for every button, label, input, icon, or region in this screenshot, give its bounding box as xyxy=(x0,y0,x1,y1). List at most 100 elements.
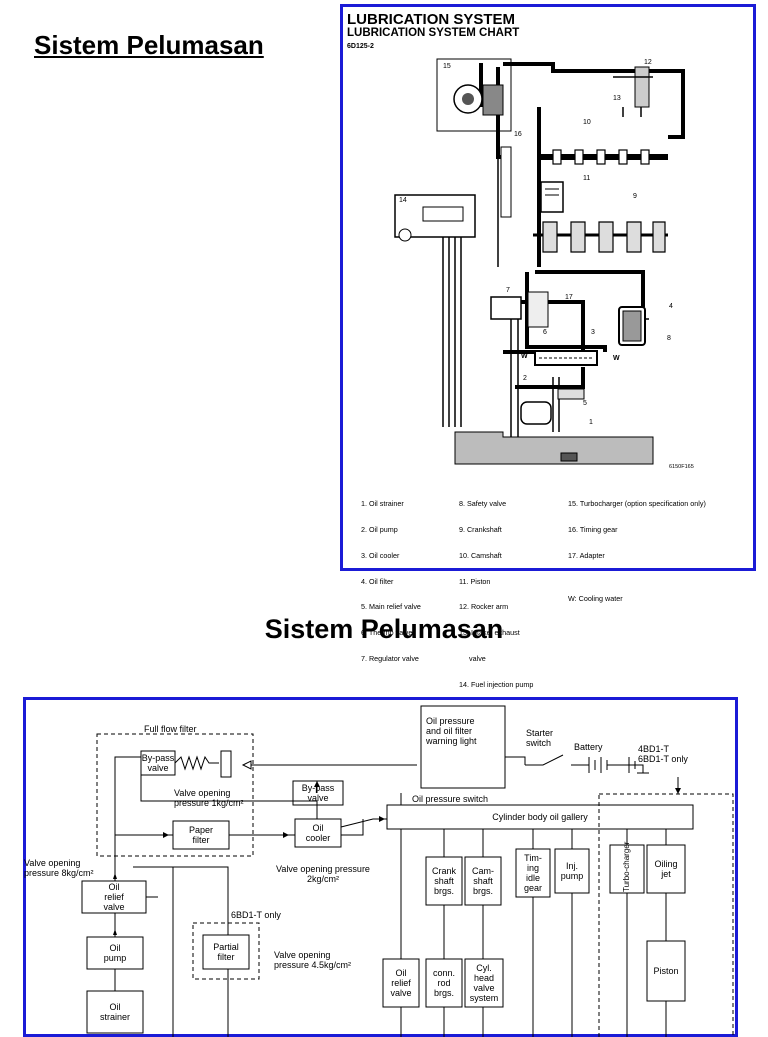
legend-item: 15. Turbocharger (option specification o… xyxy=(568,499,706,509)
callout-9: 9 xyxy=(633,193,637,200)
page-title-top: Sistem Pelumasan xyxy=(34,30,264,60)
oiling-jet-line-1: Oiling xyxy=(654,859,678,869)
chart1-subheading: LUBRICATION SYSTEM CHART xyxy=(347,27,520,39)
oil-relief-valve-2-line-2: relief xyxy=(391,978,411,988)
legend-item: 1. Oil strainer xyxy=(361,499,404,509)
bypass-valve-1-line-1: By-pass xyxy=(141,753,175,763)
timing-line-1: Tim- xyxy=(524,853,542,863)
warning-light-line-2: and oil filter xyxy=(426,726,473,736)
starter-switch-line-2: switch xyxy=(526,738,552,748)
timing-line-2: ing xyxy=(526,863,539,873)
legend-item: 13. Intake, exhaust xyxy=(459,628,520,638)
warning-light-line-3: warning light xyxy=(426,736,477,746)
piston: Piston xyxy=(653,966,679,976)
partial-filter-line-1: Partial xyxy=(213,942,239,952)
oil-relief-valve-line-3: valve xyxy=(103,902,125,912)
conn-rod-line-3: brgs. xyxy=(433,988,454,998)
legend-item: 6. Thermo valve xyxy=(361,628,413,638)
oil-relief-valve-2-line-3: valve xyxy=(390,988,412,998)
legend-item: valve xyxy=(469,653,486,663)
oiling-jet-line-2: jet xyxy=(661,869,671,879)
turbocharger: Turbo-charger xyxy=(610,841,644,893)
callout-10: 10 xyxy=(583,119,591,126)
valve-opening-1kg-line-2: pressure 1kg/cm² xyxy=(174,798,244,808)
engine-only-line-2: 6BD1-T only xyxy=(638,754,688,764)
callout-4: 4 xyxy=(669,303,673,310)
callout-14: 14 xyxy=(399,197,407,204)
valve-opening-4-5kg-line-2: pressure 4.5kg/cm² xyxy=(274,960,352,970)
paper-filter-line-2: filter xyxy=(192,835,210,845)
callout-w-left: W xyxy=(521,353,528,360)
legend-item: 3. Oil cooler xyxy=(361,550,400,560)
legend-item: 16. Timing gear xyxy=(568,524,618,534)
callout-7: 7 xyxy=(506,287,510,294)
cyl-head-line-1: Cyl. xyxy=(476,963,492,973)
legend-item: 9. Crankshaft xyxy=(459,524,502,534)
legend-item: 4. Oil filter xyxy=(361,576,394,586)
oil-relief-valve-line-2: relief xyxy=(104,892,124,902)
oil-cooler-line-2: cooler xyxy=(305,833,331,843)
oil-strainer-line-1: Oil xyxy=(109,1002,121,1012)
inj-line-1: Inj. xyxy=(565,861,578,871)
oil-relief-valve-line-1: Oil xyxy=(108,882,120,892)
partial-filter-line-2: filter xyxy=(217,952,235,962)
lubrication-system-chart-panel: LUBRICATION SYSTEM LUBRICATION SYSTEM CH… xyxy=(340,4,756,688)
turbocharger-text: Turbo-charger xyxy=(622,841,631,892)
callout-1: 1 xyxy=(589,419,593,426)
injection-pump: Inj.pump xyxy=(555,849,589,893)
oil-pressure-switch-label: Oil pressure switch xyxy=(412,794,489,804)
legend-item: 10. Camshaft xyxy=(459,550,502,560)
timing-line-4: gear xyxy=(523,883,542,893)
figure-code: 6150F165 xyxy=(669,464,694,470)
legend-column-2: 8. Safety valve 9. Crankshaft 10. Camsha… xyxy=(459,483,533,706)
valve-opening-4-5kg-line-1: Valve opening xyxy=(274,950,331,960)
valve-opening-1kg-line-1: Valve opening xyxy=(174,788,231,798)
legend-item: 11. Piston xyxy=(459,576,491,586)
legend-item: 17. Adapter xyxy=(568,550,605,560)
oil-pump-line-2: pump xyxy=(103,953,127,963)
callout-5: 5 xyxy=(583,400,587,407)
paper-filter-line-1: Paper xyxy=(188,825,214,835)
cyl-head-line-2: head xyxy=(473,973,494,983)
legend-item: 5. Main relief valve xyxy=(361,602,421,612)
page-title-middle: Sistem Pelumasan xyxy=(264,614,504,644)
oil-cooler-line-1: Oil xyxy=(312,823,324,833)
valve-opening-2kg-line-1: Valve opening pressure xyxy=(276,864,370,874)
chart1-heading: LUBRICATION SYSTEM xyxy=(347,11,516,28)
crank-line-3: brgs. xyxy=(433,886,454,896)
legend-item: 8. Safety valve xyxy=(459,499,507,509)
legend-item: 14. Fuel injection pump xyxy=(459,679,534,689)
flow-diagram-lines xyxy=(81,705,734,1037)
cyl-head-line-4: system xyxy=(469,993,499,1003)
oil-strainer-line-2: strainer xyxy=(99,1012,130,1022)
valve-opening-8kg-line-1: Valve opening xyxy=(24,858,81,868)
cam-line-1: Cam- xyxy=(472,866,494,876)
chart1-code: 6D125-2 xyxy=(347,43,374,50)
cyl-head-line-3: valve xyxy=(473,983,495,993)
legend-item: 7. Regulator valve xyxy=(361,653,419,663)
legend-column-1: 1. Oil strainer 2. Oil pump 3. Oil coole… xyxy=(361,483,421,681)
callout-8: 8 xyxy=(667,335,671,342)
engine-only-line-1: 4BD1-T xyxy=(638,744,670,754)
cylinder-body-oil-gallery: Cylinder body oil gallery xyxy=(492,812,588,822)
warning-light-line-1: Oil pressure xyxy=(426,716,475,726)
legend-item: 12. Rocker arm xyxy=(459,602,509,612)
conn-rod-line-1: conn. xyxy=(432,968,456,978)
timing-line-3: idle xyxy=(525,873,540,883)
callout-3: 3 xyxy=(591,329,595,336)
